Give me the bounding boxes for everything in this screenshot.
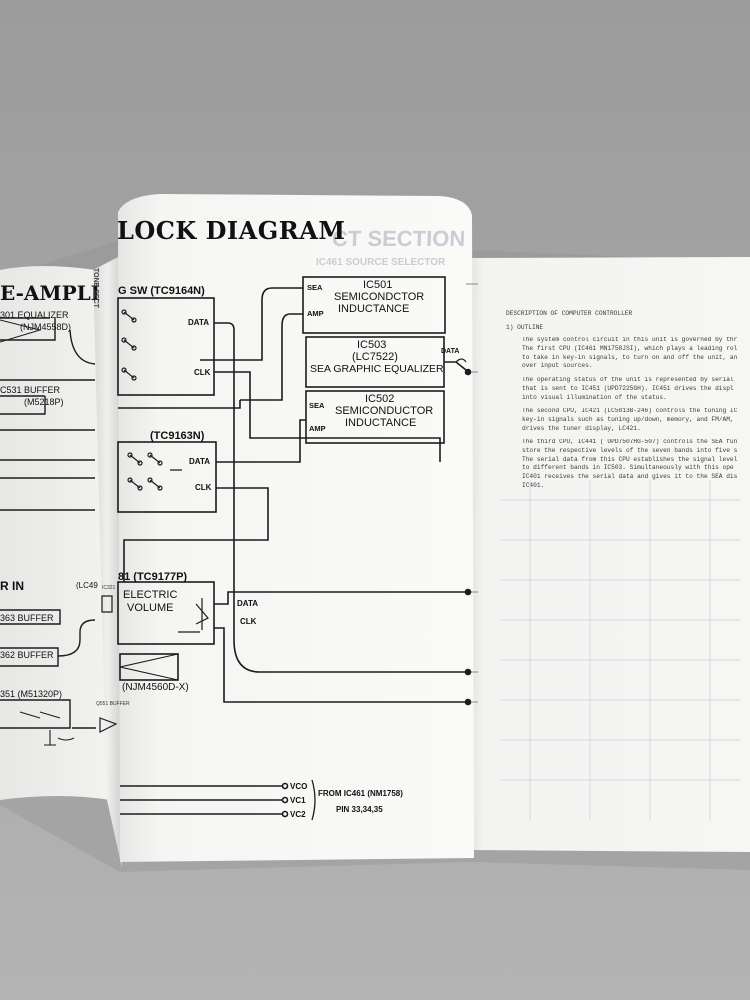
- para4-line: The third CPU, IC441 ( UPD7507HG-507) co…: [522, 439, 738, 445]
- outline-paragraph-4: The third CPU, IC441 ( UPD7507HG-507) co…: [522, 439, 750, 492]
- para3-line: key-in signals such as tuning up/down, m…: [522, 415, 734, 423]
- left-side-label: TONE SECT: [92, 268, 99, 308]
- left-part-c531: C531 BUFFER: [0, 385, 61, 395]
- ic501-desc: INDUCTANCE: [338, 303, 410, 315]
- outline-paragraph-2: The operating status of the unit is repr…: [522, 377, 750, 403]
- sw1-title: G SW (TC9164N): [118, 285, 205, 297]
- para4-line: to different bands in IC503. Simultaneou…: [522, 464, 734, 472]
- ic501-pin-amp: AMP: [307, 309, 324, 318]
- volume-line-1: ELECTRIC: [123, 589, 178, 601]
- ghost-section-text: CT SECTION: [331, 226, 466, 251]
- para4-line: The serial data from this CPU establishe…: [522, 455, 738, 463]
- para4-line: IC401 receives the serial data and gives…: [522, 473, 738, 481]
- ic503-name: IC503: [357, 339, 387, 351]
- right-heading: DESCRIPTION OF COMPUTER CONTROLLER: [506, 310, 633, 317]
- ic501-box: [302, 276, 446, 334]
- left-part-m5218p: (M5218P): [24, 397, 64, 407]
- sw1-pin-clk: CLK: [194, 368, 211, 377]
- left-part-362: 362 BUFFER: [0, 650, 54, 660]
- left-part-njm4558: (NJM4558D): [20, 322, 72, 332]
- ic502-type: SEMICONDUCTOR: [335, 405, 434, 417]
- ic502-desc: INDUCTANCE: [345, 417, 417, 429]
- ic502-box: [305, 390, 445, 444]
- vco-label: VCO: [290, 782, 308, 791]
- volume-pin-clk: CLK: [240, 617, 257, 626]
- ic501-name: IC501: [363, 279, 393, 291]
- left-part-equalizer: 301 EQUALIZER: [0, 310, 69, 320]
- para1-line: The system control circuit in this unit …: [522, 337, 738, 343]
- right-section: 1) OUTLINE: [506, 324, 544, 331]
- outline-paragraph-3: The second CPU, IC421 (LC5813B-246) cont…: [522, 408, 750, 434]
- para4-line: IC401.: [522, 481, 545, 489]
- pin-note: PIN 33,34,35: [336, 805, 383, 814]
- show-through-lines: [500, 480, 740, 820]
- volume-line-2: VOLUME: [127, 602, 174, 614]
- para1-line: to take in key-in signals, to turn on an…: [522, 353, 738, 361]
- volume-pin-data: DATA: [237, 599, 259, 608]
- ic503-part: (LC7522): [352, 351, 398, 363]
- buffer-box: [119, 653, 179, 681]
- sw1-pin-data: DATA: [188, 318, 210, 327]
- ghost-selector-text: IC461 SOURCE SELECTOR: [316, 257, 446, 268]
- left-part-lc49: (LC49: [76, 581, 98, 590]
- sw1-box: [117, 297, 215, 396]
- ic502-pin-amp: AMP: [309, 424, 326, 433]
- sw2-pin-clk: CLK: [195, 483, 212, 492]
- para3-line: The second CPU, IC421 (LC5813B-246) cont…: [522, 408, 738, 414]
- para2-line: into visual illumination of the status.: [522, 393, 667, 401]
- para1-line: The first CPU (IC461 MN1758JSI), which p…: [522, 344, 738, 352]
- volume-box: [117, 581, 215, 645]
- from-ic461-note: FROM IC461 (NM1758): [318, 789, 403, 798]
- buffer-ic-label: (NJM4560D-X): [122, 682, 189, 693]
- vc2-label: VC2: [290, 810, 306, 819]
- sw2-pin-data: DATA: [189, 457, 211, 466]
- sw2-title: (TC9163N): [150, 430, 205, 442]
- left-page-title: E-AMPLI: [0, 281, 101, 305]
- ic502-name: IC502: [365, 393, 395, 405]
- ic503-desc: SEA GRAPHIC EQUALIZER: [310, 363, 444, 375]
- para2-line: The operating status of the unit is repr…: [522, 377, 734, 383]
- left-part-363: 363 BUFFER: [0, 613, 54, 623]
- para3-line: drives the tuner display, LC421.: [522, 424, 641, 432]
- left-part-351: 351 (M51320P): [0, 689, 63, 699]
- left-part-r-in: R IN: [0, 579, 24, 593]
- para4-line: store the respective levels of the seven…: [522, 446, 738, 454]
- sw2-box: [117, 441, 217, 513]
- page-title: LOCK DIAGRAM: [117, 216, 346, 245]
- vc1-label: VC1: [290, 796, 306, 805]
- ic502-pin-sea: SEA: [309, 401, 325, 410]
- volume-title: 81 (TC9177P): [118, 571, 188, 583]
- left-part-ic321: IC321: [102, 585, 116, 591]
- para1-line: over input sources.: [522, 362, 593, 370]
- ic501-type: SEMICONDCTOR: [334, 291, 425, 303]
- para2-line: that is sent to IC451 (UPD7225GH). IC451…: [522, 384, 734, 392]
- ic501-pin-sea: SEA: [307, 283, 323, 292]
- left-part-q551: Q551 BUFFER: [96, 701, 130, 707]
- data-out-label: DATA: [441, 348, 460, 355]
- outline-paragraph-1: The system control circuit in this unit …: [522, 337, 750, 372]
